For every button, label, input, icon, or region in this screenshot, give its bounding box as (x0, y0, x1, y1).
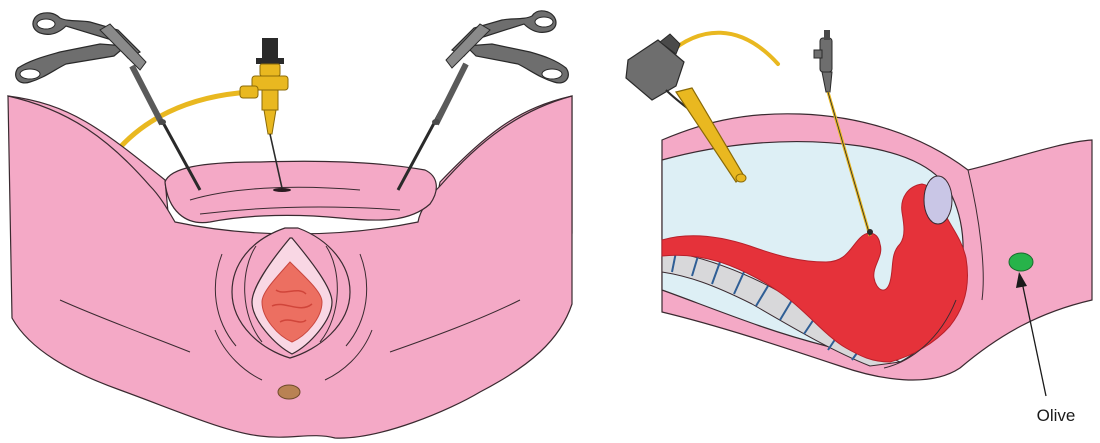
left-panel (8, 11, 572, 438)
olive-structure (1009, 253, 1033, 271)
olive-label: Olive (1037, 406, 1076, 425)
right-yellow-cable (668, 33, 778, 64)
insertion-slit (273, 188, 291, 192)
anal-marker (278, 385, 300, 399)
bladder (924, 176, 952, 224)
right-panel: Olive (626, 30, 1092, 425)
